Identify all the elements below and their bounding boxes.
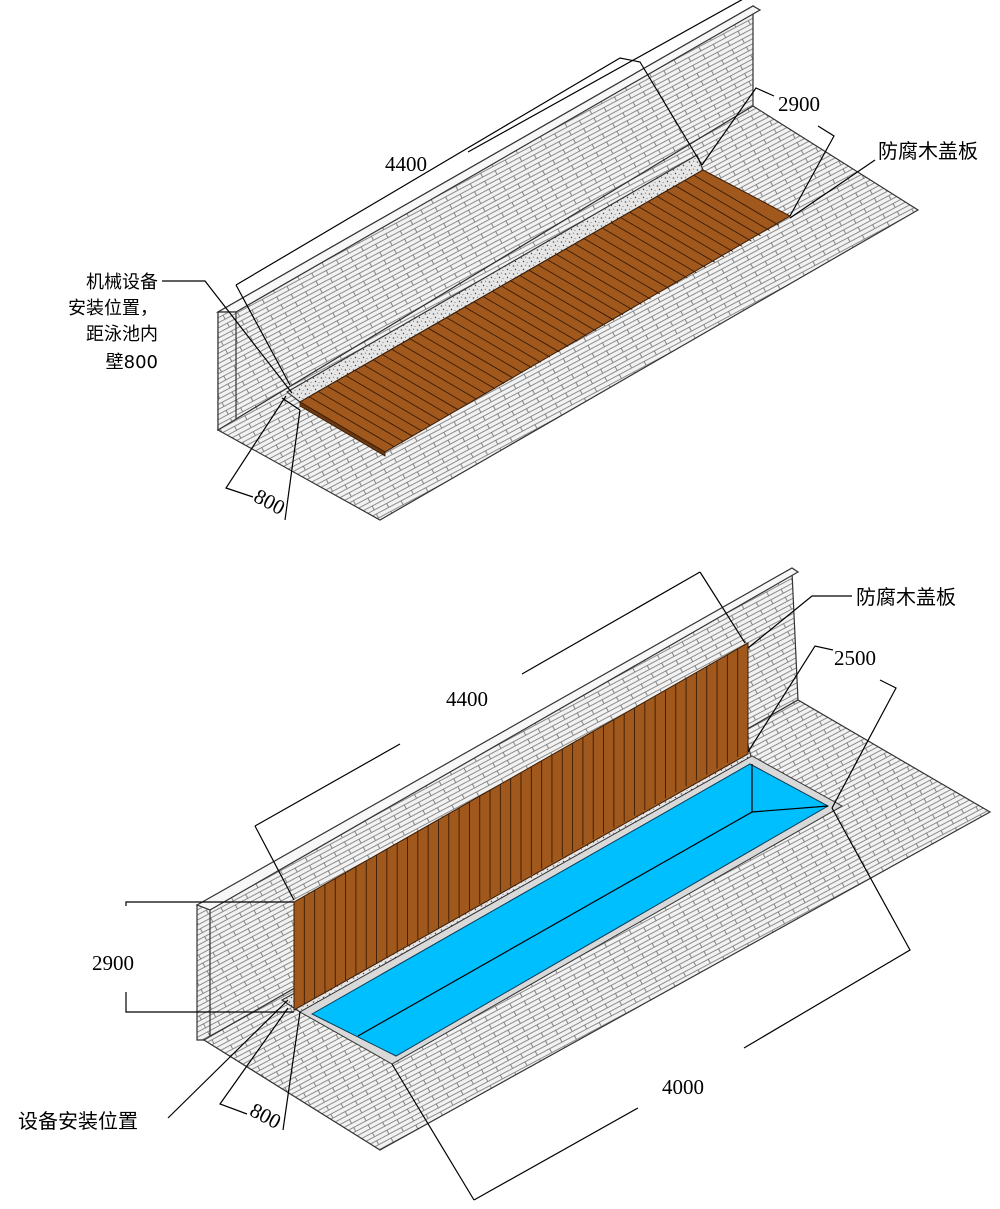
wood-board-seam <box>318 391 404 442</box>
bottom-cover-leader <box>747 595 852 649</box>
bottom-dim-2500-line <box>747 645 834 753</box>
wood-board-seam <box>647 201 734 253</box>
wood-board-seam <box>363 364 450 416</box>
wood-board-seam <box>574 243 661 295</box>
top-wood-cover <box>299 169 792 457</box>
bottom-dim-4000-line <box>743 807 911 1049</box>
wood-board-seam <box>583 238 670 289</box>
top-equipment-label-4: 壁800 <box>106 352 158 373</box>
top-dim-2900-line <box>701 87 775 166</box>
bottom-equipment-leader <box>167 999 289 1119</box>
wood-board-seam <box>666 190 752 242</box>
bottom-dim-2900-line <box>125 901 294 906</box>
bottom-dim-800-line <box>219 1007 289 1115</box>
wood-board-seam <box>446 317 532 369</box>
wood-board-seam <box>537 264 624 316</box>
wood-board-seam <box>455 311 541 363</box>
wood-board-seam <box>510 280 596 332</box>
wood-board-seam <box>611 222 697 274</box>
bottom-dim-4000: 4000 <box>662 1075 704 1099</box>
wood-board-seam <box>501 285 587 337</box>
bottom-dim-4400-line <box>254 825 295 901</box>
wood-board-seam <box>437 322 523 374</box>
bottom-equipment-label: 设备安装位置 <box>18 1109 138 1133</box>
wood-board-seam <box>354 369 441 421</box>
top-dim-4400-line <box>235 57 703 286</box>
top-cover-leader <box>789 159 876 219</box>
top-dim-4400: 4400 <box>385 152 427 176</box>
top-equipment-label-2: 安装位置， <box>68 298 158 319</box>
top-cover-label: 防腐木盖板 <box>878 139 978 163</box>
wood-board-seam <box>308 396 395 448</box>
wood-board-seam <box>464 306 551 358</box>
wood-board-seam <box>565 248 651 300</box>
bottom-dim-2500: 2500 <box>834 646 876 670</box>
top-equipment-label-1: 机械设备 <box>86 272 158 293</box>
wood-board-seam <box>592 232 679 284</box>
top-equipment-label-3: 距泳池内 <box>86 324 158 345</box>
wood-board-seam <box>656 195 743 247</box>
wood-board-seam <box>602 227 688 279</box>
wood-board-seam <box>373 359 459 411</box>
wood-board-seam <box>473 301 560 353</box>
wood-board-seam <box>418 333 505 384</box>
wood-board-seam <box>382 354 468 405</box>
wood-board-seam <box>547 259 633 311</box>
bottom-dim-800: 800 <box>246 1098 285 1134</box>
wood-board-seam <box>427 327 514 379</box>
wood-board-seam <box>336 380 422 432</box>
wood-board-seam <box>391 348 477 400</box>
top-dim-800: 800 <box>250 484 289 520</box>
top-equipment-leader <box>162 280 293 394</box>
wood-board-seam <box>684 180 770 231</box>
wood-board-seam <box>556 253 642 305</box>
bottom-cover-label: 防腐木盖板 <box>856 585 956 609</box>
bottom-dim-4400: 4400 <box>446 687 488 711</box>
wood-board-seam <box>492 290 578 342</box>
wood-board-seam <box>638 206 725 258</box>
bottom-wood-cover <box>293 642 749 1011</box>
top-wall-end <box>217 311 237 431</box>
wood-board-seam <box>327 385 413 437</box>
top-dim-2900: 2900 <box>778 92 820 116</box>
wood-board-seam <box>345 375 432 427</box>
bottom-diagram: 4400 2900 2500 4000 800 防腐木盖板 设备安装位置 <box>18 567 992 1201</box>
wood-board-seam <box>482 296 569 347</box>
top-diagram: 4400 2900 800 防腐木盖板 机械设备 安装位置， 距泳池内 壁800 <box>68 0 978 521</box>
wood-board-seam <box>629 211 715 263</box>
wood-board-seam <box>519 275 606 326</box>
bottom-wall-end <box>196 904 211 1041</box>
top-dim-800-line <box>225 395 287 498</box>
wood-board-seam <box>528 269 615 321</box>
wood-board-seam <box>620 217 706 268</box>
wood-board-seam <box>409 338 496 390</box>
wood-board-seam <box>675 185 761 237</box>
wood-board-seam <box>693 174 780 226</box>
wood-board-seam <box>400 343 486 395</box>
bottom-dim-2900: 2900 <box>92 951 134 975</box>
